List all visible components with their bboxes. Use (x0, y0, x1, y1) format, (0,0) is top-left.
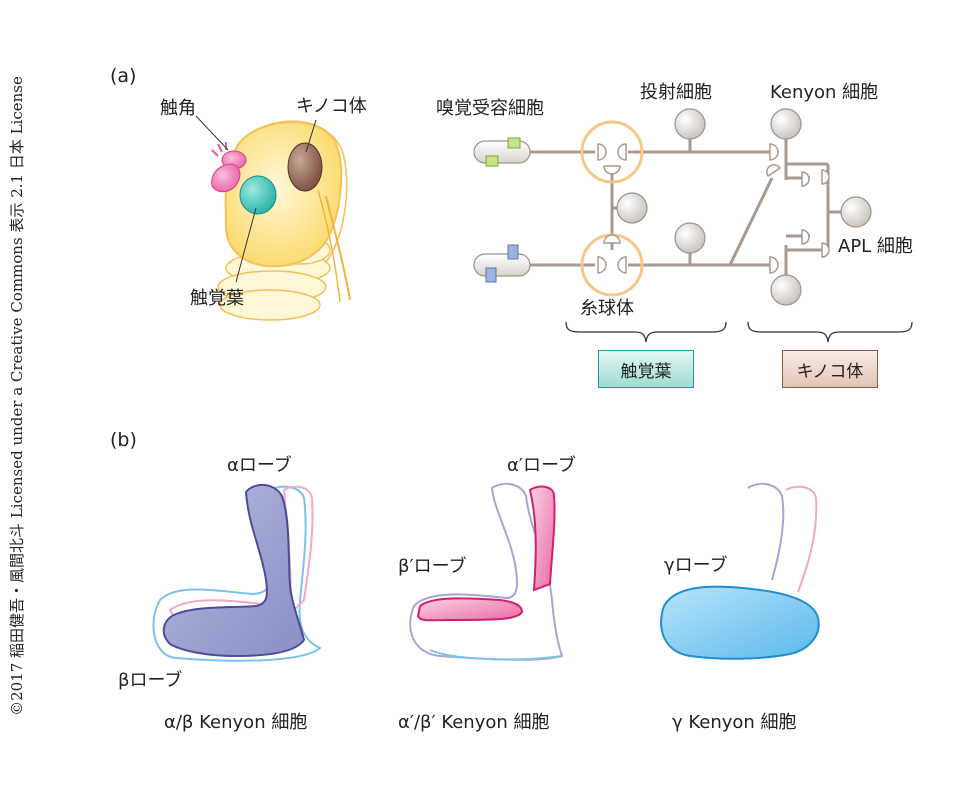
antennal-lobe-badge-text: 触覚葉 (620, 361, 672, 382)
olfactory-receptor-label: 嗅覚受容細胞 (436, 98, 544, 119)
antennal-lobe-leader (235, 207, 257, 283)
panel-b-label: (b) (110, 429, 137, 451)
alpha-beta-neuron-shape (152, 484, 322, 662)
interneuron-cell (616, 192, 648, 224)
receptor-cell-lower (473, 244, 531, 283)
cell-bodies (616, 108, 872, 306)
apl-cell (840, 196, 872, 228)
antennal-lobe-blob (239, 175, 277, 215)
alpha-prime-lobe-label: α′ローブ (507, 454, 576, 476)
beta-lobe-label: βローブ (118, 669, 182, 691)
antenna-leader (195, 115, 229, 151)
beta-prime-lobe-label: β′ローブ (398, 555, 467, 577)
panel-a-label: (a) (110, 65, 136, 87)
mushroom-body-label: キノコ体 (296, 96, 367, 117)
antennal-lobe-badge: 触覚葉 (598, 350, 694, 388)
gamma-lobe-label: γローブ (664, 554, 728, 576)
antenna-label: 触角 (160, 98, 196, 119)
mushroom-body-blob (287, 142, 323, 192)
antenna-icon (211, 142, 247, 193)
alpha-prime-beta-prime-neuron-shape (409, 482, 564, 661)
mushroom-body-badge-text: キノコ体 (796, 361, 864, 382)
glomerulus-ring-upper (580, 120, 644, 184)
projection-cell-upper (674, 108, 706, 140)
kenyon-cell-lower (770, 274, 802, 306)
neck-line (325, 195, 351, 301)
kenyon-cell-upper (770, 108, 802, 140)
apl-cell-label: APL 細胞 (838, 236, 913, 257)
gamma-neuron-shape (660, 482, 820, 660)
receptor-cell-upper (473, 137, 531, 167)
kenyon-cell-label: Kenyon 細胞 (770, 82, 878, 103)
gamma-caption: γ Kenyon 細胞 (672, 712, 797, 733)
projection-neuron-label: 投射細胞 (640, 82, 712, 103)
synapse-markers (597, 143, 830, 274)
mushroom-body-leader (305, 119, 317, 153)
mushroom-body-brace (747, 321, 913, 343)
alpha-lobe-label: αローブ (227, 454, 292, 476)
alpha-beta-caption: α/β Kenyon 細胞 (164, 712, 307, 733)
projection-cell-lower (674, 222, 706, 254)
antennal-lobe-label: 触覚葉 (190, 288, 244, 309)
circuit-diagram (530, 130, 846, 282)
fly-brain-illustration (195, 115, 351, 321)
glomerulus-label: 糸球体 (580, 298, 634, 319)
mushroom-body-badge: キノコ体 (782, 350, 878, 388)
alpha-prime-beta-prime-caption: α′/β′ Kenyon 細胞 (398, 712, 550, 733)
brain-outline-arc (261, 121, 348, 263)
neck-line-2 (317, 189, 341, 303)
antennal-lobe-brace (565, 321, 727, 343)
